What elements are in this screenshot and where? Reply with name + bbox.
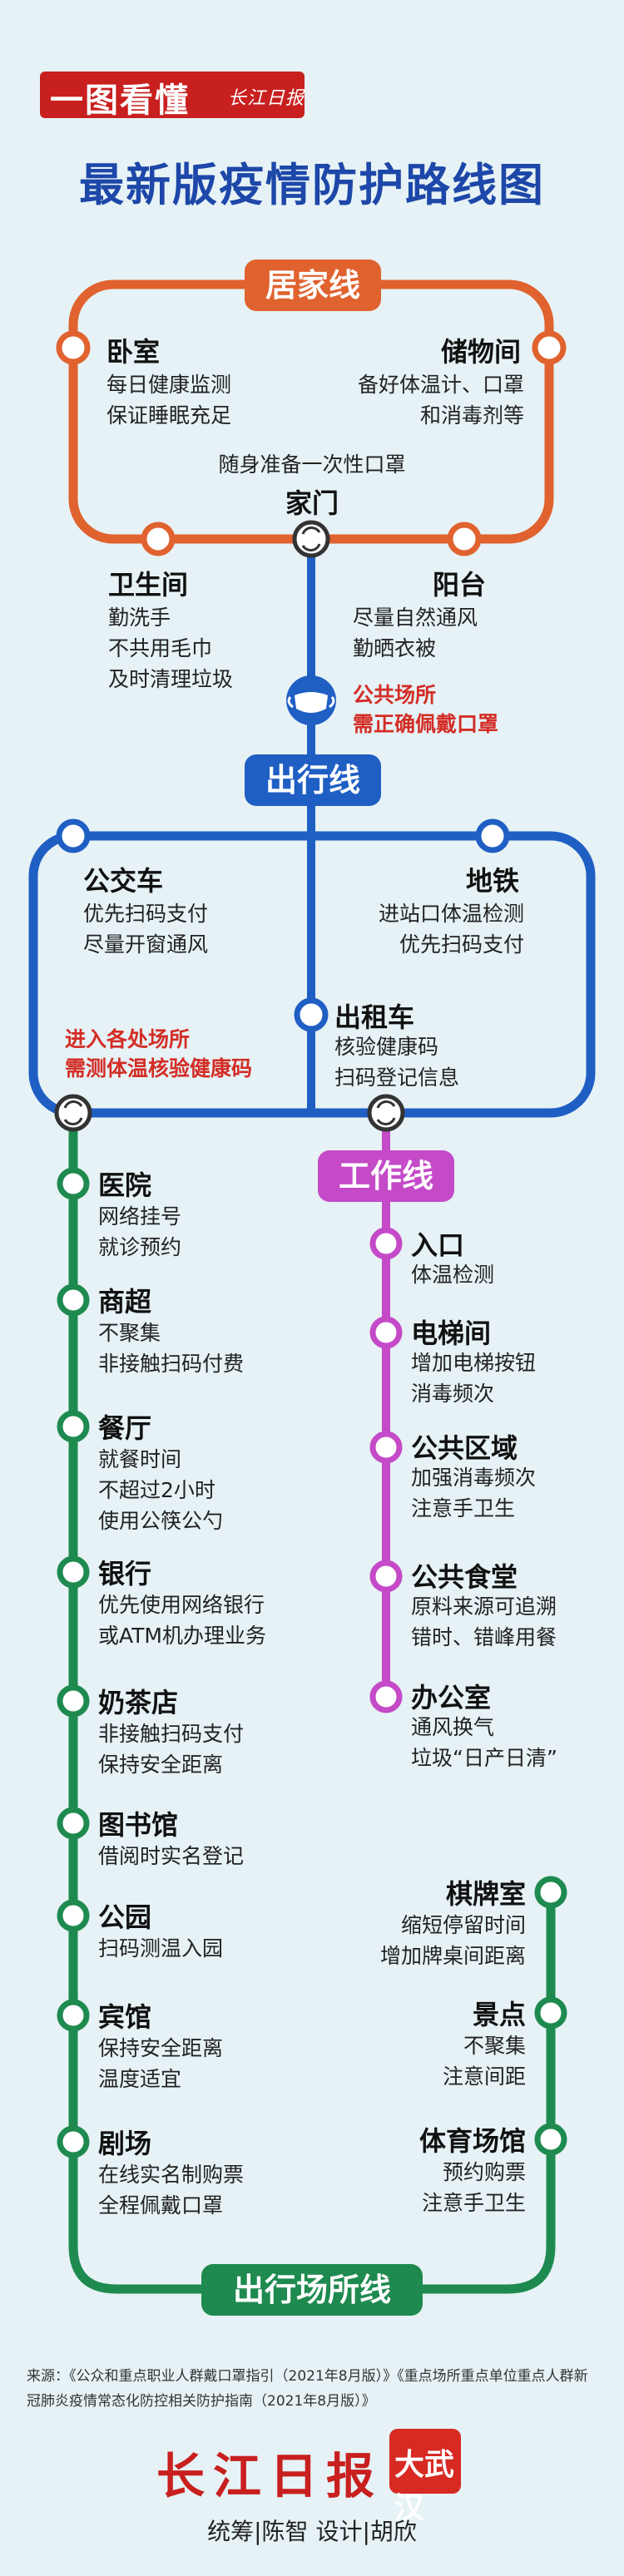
- bedroom-title: 卧室: [106, 336, 161, 368]
- public-area-title: 公共区域: [411, 1432, 518, 1464]
- door-note: 随身准备一次性口罩: [218, 452, 406, 477]
- station-entrance: [369, 1227, 403, 1260]
- station-elevator: [369, 1316, 403, 1349]
- newspaper-logo: 长江日报: [156, 2448, 384, 2504]
- teashop-desc: 非接触扫码支付保持安全距离: [98, 1722, 245, 1777]
- station-canteen: [369, 1560, 403, 1593]
- travel-stations: [56, 818, 510, 1032]
- supermarket-title: 商超: [98, 1286, 152, 1318]
- theater-desc: 在线实名制购票全程佩戴口罩: [98, 2163, 245, 2218]
- venue-stations: [57, 1167, 567, 2158]
- park-title: 公园: [98, 1901, 152, 1933]
- hospital-title: 医院: [98, 1169, 152, 1201]
- logo-subtext: 长江日报: [228, 88, 305, 109]
- library-title: 图书馆: [98, 1809, 179, 1841]
- canteen-desc: 原料来源可追溯错时、错峰用餐: [411, 1595, 557, 1649]
- bathroom-desc: 勤洗手不共用毛巾及时清理垃圾: [108, 606, 234, 691]
- chess-title: 棋牌室: [445, 1878, 526, 1910]
- travel-transfers: [54, 1094, 405, 1132]
- scenic-title: 景点: [472, 1999, 526, 2030]
- station-hospital: [57, 1167, 90, 1200]
- storage-desc: 备好体温计、口罩和消毒剂等: [357, 373, 524, 428]
- stadium-desc: 预约购票注意手卫生: [421, 2160, 526, 2215]
- station-chess: [534, 1876, 567, 1909]
- station-bus: [56, 818, 91, 853]
- station-storage: [532, 330, 567, 365]
- station-taxi: [294, 997, 329, 1032]
- station-park: [57, 1899, 90, 1932]
- balcony-title: 阳台: [433, 569, 487, 601]
- work-line-label: 工作线: [318, 1150, 454, 1202]
- bus-title: 公交车: [83, 865, 164, 897]
- hotel-desc: 保持安全距离温度适宜: [98, 2036, 224, 2091]
- brand-logo: 一图看懂 长江日报: [40, 72, 305, 120]
- taxi-desc: 核验健康码扫码登记信息: [334, 1035, 460, 1090]
- station-scenic: [534, 1996, 567, 2030]
- travel-line-label: 出行线: [245, 754, 381, 806]
- chess-desc: 缩短停留时间增加牌桌间距离: [379, 1913, 526, 1968]
- station-public-area: [369, 1431, 403, 1464]
- mask-icon: [286, 675, 336, 725]
- bank-desc: 优先使用网络银行或ATM机办理业务: [98, 1593, 267, 1648]
- station-stadium: [534, 2123, 567, 2156]
- entrance-title: 入口: [411, 1229, 465, 1261]
- metro-title: 地铁: [465, 865, 519, 897]
- source-note: 来源：《公众和重点职业人群戴口罩指引（2021年8月版）》《重点场所重点单位重点…: [27, 2368, 588, 2410]
- public-area-desc: 加强消毒频次注意手卫生: [411, 1466, 537, 1520]
- station-bank: [57, 1555, 90, 1589]
- venue-line-label: 出行场所线: [201, 2264, 423, 2316]
- teashop-title: 奶茶店: [98, 1687, 179, 1718]
- station-teashop: [57, 1684, 90, 1718]
- page-title: 最新版疫情防护路线图: [79, 159, 545, 211]
- work-stations: [369, 1227, 403, 1713]
- canteen-title: 公共食堂: [411, 1561, 518, 1593]
- restaurant-desc: 就餐时间不超过2小时使用公筷公勺: [98, 1447, 224, 1533]
- station-supermarket: [57, 1283, 90, 1317]
- library-desc: 借阅时实名登记: [98, 1844, 245, 1868]
- park-desc: 扫码测温入园: [98, 1936, 224, 1960]
- hospital-desc: 网络挂号就诊预约: [98, 1204, 182, 1259]
- elevator-desc: 增加电梯按钮消毒频次: [411, 1351, 537, 1406]
- app-badge: 大武汉: [389, 2429, 461, 2525]
- metro-desc: 进站口体温检测优先扫码支付: [378, 902, 524, 957]
- supermarket-desc: 不聚集非接触扫码付费: [98, 1321, 245, 1376]
- office-desc: 通风换气垃圾“日产日清”: [411, 1715, 557, 1770]
- home-line-label: 居家线: [245, 260, 381, 311]
- station-theater: [57, 2125, 90, 2158]
- door-title: 家门: [285, 487, 339, 519]
- hotel-title: 宾馆: [98, 2001, 152, 2033]
- entrance-desc: 体温检测: [411, 1263, 495, 1287]
- taxi-title: 出租车: [334, 1001, 415, 1033]
- station-bathroom: [141, 522, 176, 556]
- logo-text: 一图看懂: [50, 81, 190, 120]
- station-bedroom: [56, 330, 91, 365]
- station-balcony: [447, 522, 482, 556]
- bus-desc: 优先扫码支付尽量开窗通风: [83, 902, 209, 957]
- home-stations: [56, 330, 567, 556]
- stadium-title: 体育场馆: [418, 2125, 526, 2157]
- station-restaurant: [57, 1410, 90, 1443]
- station-metro: [475, 818, 510, 853]
- bathroom-title: 卫生间: [108, 569, 189, 601]
- travel-line-track: [28, 831, 596, 1118]
- station-office: [369, 1680, 403, 1713]
- scenic-desc: 不聚集注意间距: [442, 2034, 526, 2089]
- restaurant-title: 餐厅: [98, 1412, 152, 1444]
- bank-title: 银行: [98, 1558, 152, 1590]
- office-title: 办公室: [411, 1682, 492, 1713]
- venue-check-note: 进入各处场所需测体温核验健康码: [65, 1027, 253, 1080]
- storage-title: 储物间: [440, 336, 521, 368]
- bedroom-desc: 每日健康监测保证睡眠充足: [106, 373, 232, 428]
- theater-title: 剧场: [98, 2128, 152, 2159]
- station-library: [57, 1807, 90, 1840]
- station-hotel: [57, 1999, 90, 2032]
- balcony-desc: 尽量自然通风勤晒衣被: [353, 606, 478, 660]
- credits: 统筹|陈智 设计|胡欣: [207, 2518, 417, 2545]
- elevator-title: 电梯间: [411, 1318, 492, 1349]
- public-mask-note: 公共场所需正确佩戴口罩: [353, 683, 499, 736]
